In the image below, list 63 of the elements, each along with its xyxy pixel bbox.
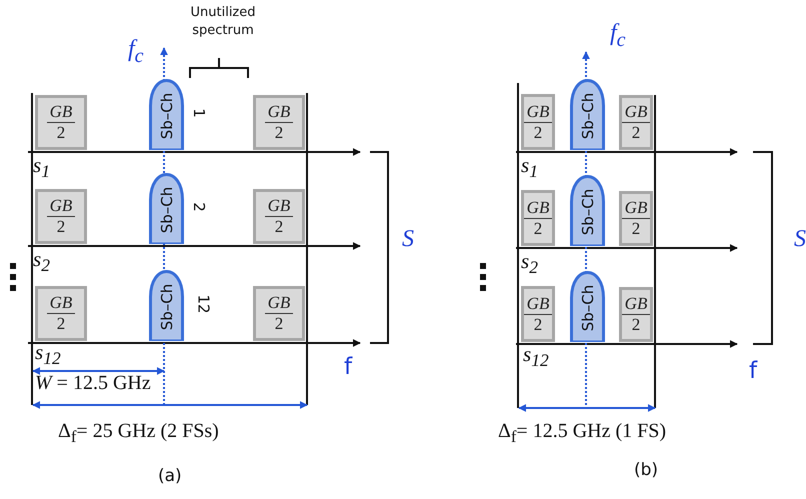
fraction-numerator: GB xyxy=(524,198,552,218)
fraction-denominator: 2 xyxy=(632,315,640,335)
guard-band-box xyxy=(253,95,305,150)
slice-label: s$_{1}$ xyxy=(33,153,50,182)
fraction-numerator: GB xyxy=(264,196,294,217)
channel-label: Sb–Ch xyxy=(578,284,596,332)
dimension-label: Δ$_{f}$= 12.5 GHz (1 FS) xyxy=(498,420,666,447)
guard-band-box xyxy=(619,95,653,150)
slice-label: s$_{12}$ xyxy=(35,340,61,370)
guard-band-box xyxy=(521,190,555,246)
fraction-denominator: 2 xyxy=(274,123,284,143)
fraction-numerator: GB xyxy=(622,294,650,315)
axis-label: f$_{c}$ xyxy=(610,20,626,52)
guard-band-box xyxy=(521,94,555,150)
fraction-numerator: GB xyxy=(46,293,76,314)
fraction-numerator: GB xyxy=(622,198,650,219)
annotation-text: Unutilized spectrum xyxy=(190,4,256,40)
fraction-denominator: 2 xyxy=(274,314,284,334)
fraction-numerator: GB xyxy=(264,293,294,314)
slice-label: s$_{1}$ xyxy=(521,153,538,182)
fraction-denominator: 2 xyxy=(56,314,66,334)
slice-label: s$_{2}$ xyxy=(521,249,538,278)
fraction-denominator: 2 xyxy=(534,218,542,238)
fraction-denominator: 2 xyxy=(632,123,640,143)
guard-band-box xyxy=(619,191,653,246)
channel-label: Sb–Ch xyxy=(158,284,176,330)
axis-label: f$_{c}$ xyxy=(128,36,144,68)
fraction-denominator: 2 xyxy=(534,314,542,334)
channel-label: Sb–Ch xyxy=(578,188,596,236)
axis-label: f xyxy=(749,358,758,384)
guard-band-box xyxy=(253,286,305,341)
channel-number: 12 xyxy=(194,294,213,314)
axis-label: S xyxy=(794,226,806,253)
fraction-numerator: GB xyxy=(524,294,552,314)
dimension-label: W = 12.5 GHz xyxy=(35,372,151,395)
fraction-numerator: GB xyxy=(46,196,76,217)
axis-label: f xyxy=(344,354,352,380)
fraction-denominator: 2 xyxy=(56,123,66,143)
channel-label: Sb–Ch xyxy=(158,186,176,234)
guard-band-box xyxy=(35,286,87,341)
fraction-numerator: GB xyxy=(524,102,552,122)
channel-label: Sb–Ch xyxy=(578,92,596,140)
guard-band-box xyxy=(253,189,305,244)
fraction-numerator: GB xyxy=(264,102,294,123)
fraction-numerator: GB xyxy=(46,102,76,123)
fraction-denominator: 2 xyxy=(56,217,66,237)
axis-label: S xyxy=(402,226,414,253)
panel-label: (a) xyxy=(158,466,182,486)
channel-number: 2 xyxy=(190,202,208,212)
guard-band-box xyxy=(35,95,87,150)
channel-number: 1 xyxy=(190,108,208,118)
fraction-denominator: 2 xyxy=(534,122,542,142)
slice-label: s$_{2}$ xyxy=(33,247,50,276)
panel-label: (b) xyxy=(634,460,658,480)
guard-band-box xyxy=(35,189,87,244)
dimension-label: Δ$_{f}$= 25 GHz (2 FSs) xyxy=(58,420,219,447)
guard-band-box xyxy=(619,287,653,342)
slice-label: s$_{12}$ xyxy=(523,342,549,372)
channel-label: Sb–Ch xyxy=(158,92,176,140)
fraction-numerator: GB xyxy=(622,102,650,123)
fraction-denominator: 2 xyxy=(632,219,640,239)
fraction-denominator: 2 xyxy=(274,217,284,237)
guard-band-box xyxy=(521,286,555,342)
